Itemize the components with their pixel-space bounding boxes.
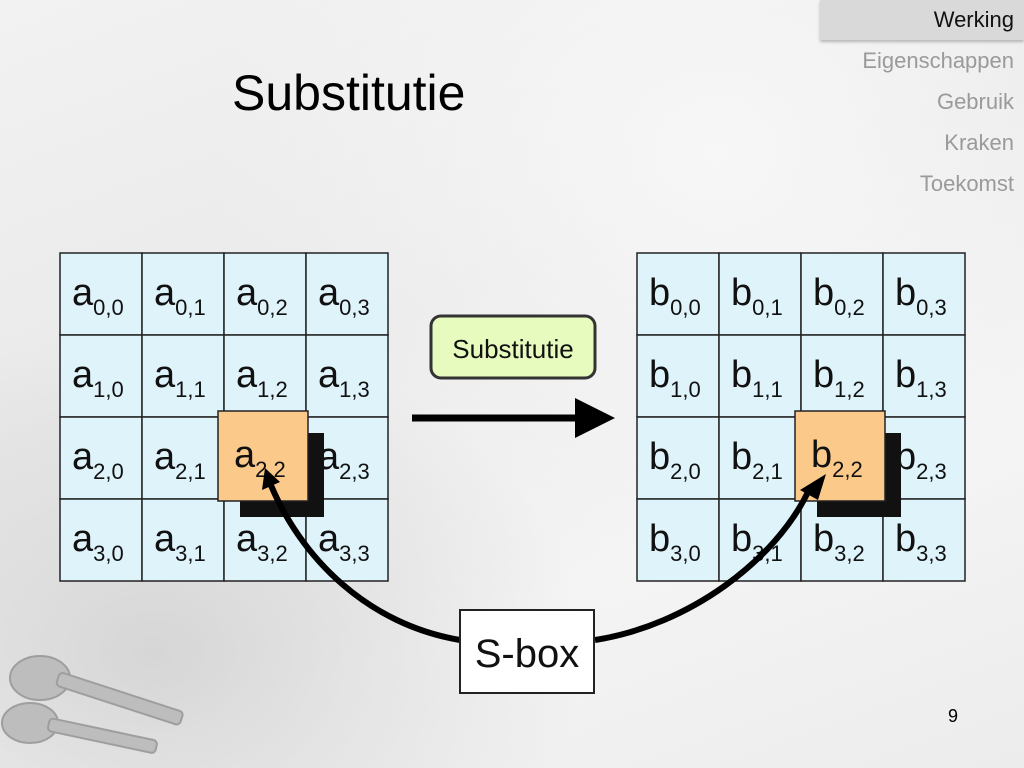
output-cell-label: b0,1 (731, 272, 783, 320)
input-cell-label: a3,1 (154, 518, 206, 566)
output-cell (718, 252, 802, 336)
output-cell (636, 416, 720, 500)
output-cell-label: b1,1 (731, 354, 783, 402)
curve-start-head (262, 468, 280, 490)
input-cell (305, 334, 389, 418)
input-cell-label: a1,3 (318, 354, 370, 402)
output-cell (718, 498, 802, 582)
slide-title: Substitutie (232, 65, 466, 121)
output-cell-label: b2,0 (649, 436, 701, 484)
input-cell (59, 252, 143, 336)
output-cell-label: b3,3 (895, 518, 947, 566)
output-cell (882, 334, 966, 418)
nav-item-eigenschappen[interactable]: Eigenschappen (862, 48, 1014, 73)
output-cell-label: b1,3 (895, 354, 947, 402)
output-cell-label: b3,2 (813, 518, 865, 566)
input-cell-label: a0,0 (72, 272, 124, 320)
curve-from-sbox (594, 490, 811, 643)
curve-to-sbox (265, 476, 461, 643)
arrow-head (575, 398, 615, 438)
input-cell-label: a3,2 (236, 518, 288, 566)
input-cell-label: a2,1 (154, 436, 206, 484)
output-cell-label: b0,2 (813, 272, 865, 320)
output-cell (718, 334, 802, 418)
input-cell-label: a3,0 (72, 518, 124, 566)
input-cell-label: a0,1 (154, 272, 206, 320)
input-cell (59, 334, 143, 418)
input-cell-label: a0,2 (236, 272, 288, 320)
output-highlight-cell-label: b2,2 (811, 434, 863, 482)
input-cell (141, 252, 225, 336)
input-cell-label: a0,3 (318, 272, 370, 320)
input-cell (141, 334, 225, 418)
page-number: 9 (948, 706, 959, 726)
output-cell-label: b0,0 (649, 272, 701, 320)
nav-item-kraken[interactable]: Kraken (944, 130, 1014, 155)
output-cell-label: b1,0 (649, 354, 701, 402)
output-cell (636, 498, 720, 582)
input-cell (223, 334, 307, 418)
input-cell-label: a3,3 (318, 518, 370, 566)
keys-decoration (1, 655, 184, 754)
sbox (459, 609, 595, 694)
output-cell-label: b3,0 (649, 518, 701, 566)
input-cell-label: a1,1 (154, 354, 206, 402)
input-cell-label: a1,2 (236, 354, 288, 402)
output-cell (882, 252, 966, 336)
sbox-label: S-box (475, 632, 580, 676)
operation-label: Substitutie (452, 334, 573, 364)
nav-item-toekomst[interactable]: Toekomst (919, 171, 1014, 196)
section-nav: Werking Eigenschappen Gebruik Kraken Toe… (820, 0, 1024, 204)
operation-box (429, 314, 597, 380)
input-cell-label: a2,0 (72, 436, 124, 484)
input-cell-label: a1,0 (72, 354, 124, 402)
nav-item-werking[interactable]: Werking (820, 0, 1024, 40)
output-cell-label: b0,3 (895, 272, 947, 320)
nav-item-gebruik[interactable]: Gebruik (936, 89, 1014, 114)
output-cell-label: b2,1 (731, 436, 783, 484)
input-cell (305, 252, 389, 336)
output-matrix: b0,0 b0,1 b0,2 b0,3 b1,0 b1,1 b1,2 b1,3 b2,0 b2,1… (636, 252, 966, 582)
curve-end-head (800, 474, 826, 500)
input-matrix: a0,0 a0,1 a0,2 a0,3 a1,0 a1,1 a1,2 a1,3 a2,0 a2,1… (59, 252, 389, 582)
output-cell-label: b1,2 (813, 354, 865, 402)
